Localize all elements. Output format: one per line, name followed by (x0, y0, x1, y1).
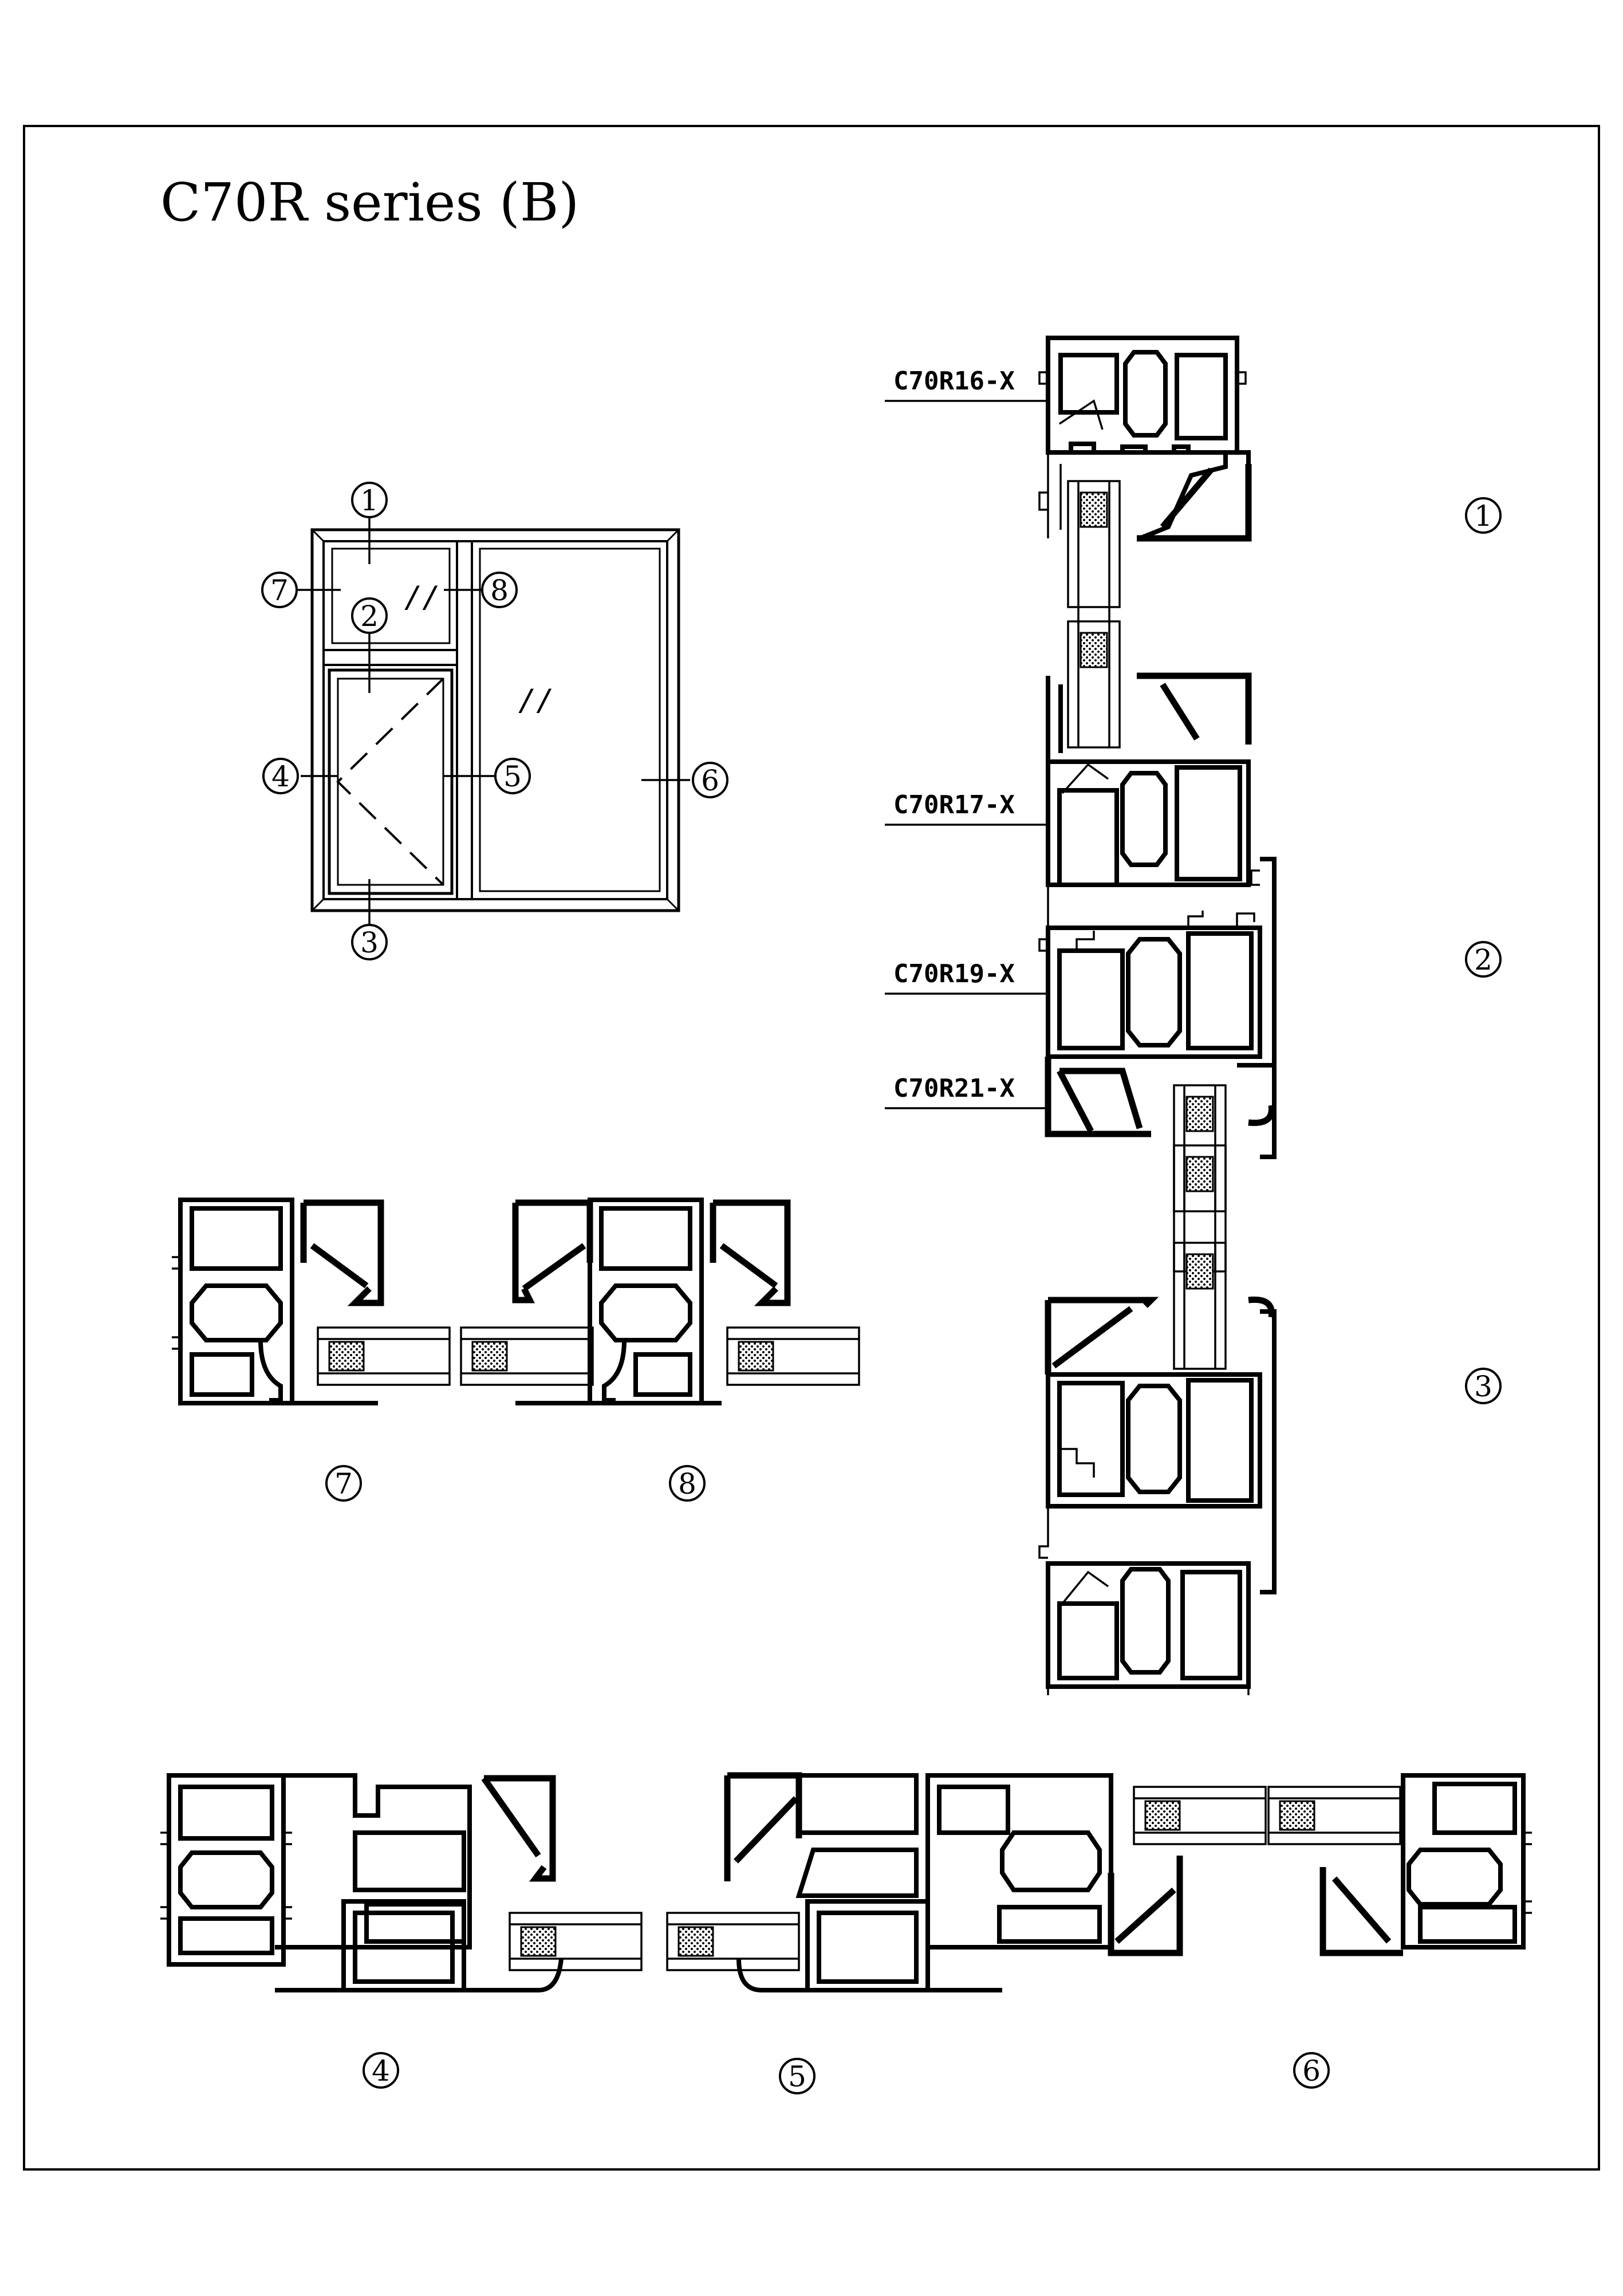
section-4-drawing (160, 1773, 643, 1992)
svg-text:5: 5 (788, 2060, 806, 2093)
svg-text:5: 5 (503, 760, 522, 793)
section-8-drawing (460, 1198, 860, 1405)
label-c70r21: C70R21-X (893, 1074, 1015, 1103)
label-c70r17: C70R17-X (893, 790, 1015, 820)
svg-text:7: 7 (334, 1467, 353, 1501)
callout-8: 8 (481, 572, 518, 608)
svg-text:3: 3 (360, 926, 379, 959)
callout-6: 6 (692, 762, 728, 798)
svg-text:8: 8 (490, 574, 509, 607)
window-elevation: // // 1 2 3 4 5 (261, 482, 728, 960)
svg-text:6: 6 (701, 764, 719, 797)
svg-text:8: 8 (678, 1467, 696, 1501)
svg-text:2: 2 (1474, 943, 1492, 976)
svg-text:6: 6 (1302, 2054, 1321, 2088)
glass-mark-right: // (518, 683, 554, 718)
label-c70r16: C70R16-X (893, 367, 1015, 396)
svg-text:3: 3 (1474, 1370, 1492, 1403)
label-c70r19: C70R19-X (893, 959, 1015, 988)
svg-text:1: 1 (360, 484, 379, 517)
section-number-5: 5 (779, 2058, 816, 2094)
svg-text:7: 7 (270, 574, 289, 607)
section-number-6: 6 (1293, 2052, 1330, 2089)
svg-text:4: 4 (372, 2054, 390, 2088)
callout-5: 5 (494, 758, 531, 794)
section-number-2: 2 (1465, 941, 1502, 978)
section-number-7: 7 (325, 1465, 362, 1502)
page-title: C70R series (B) (160, 172, 579, 233)
vertical-section (1039, 338, 1277, 1695)
section-number-4: 4 (363, 2052, 399, 2089)
callout-7: 7 (261, 572, 298, 608)
section-number-1: 1 (1465, 497, 1502, 534)
section-5-drawing (666, 1772, 1267, 1992)
callout-3: 3 (351, 924, 388, 960)
glass-mark-top: // (404, 580, 440, 615)
callout-4: 4 (262, 758, 299, 794)
section-number-3: 3 (1465, 1368, 1502, 1404)
callout-2: 2 (351, 597, 388, 634)
svg-text:4: 4 (271, 760, 290, 793)
sheet-border (23, 125, 1600, 2171)
profile-labels: C70R16-X C70R17-X C70R19-X C70R21-X (885, 367, 1048, 1109)
callout-1: 1 (351, 482, 388, 518)
svg-text:1: 1 (1474, 499, 1492, 533)
svg-text:2: 2 (360, 600, 379, 633)
section-number-8: 8 (669, 1465, 706, 1502)
section-7-drawing (172, 1198, 451, 1405)
section-6-drawing (1267, 1773, 1532, 1956)
